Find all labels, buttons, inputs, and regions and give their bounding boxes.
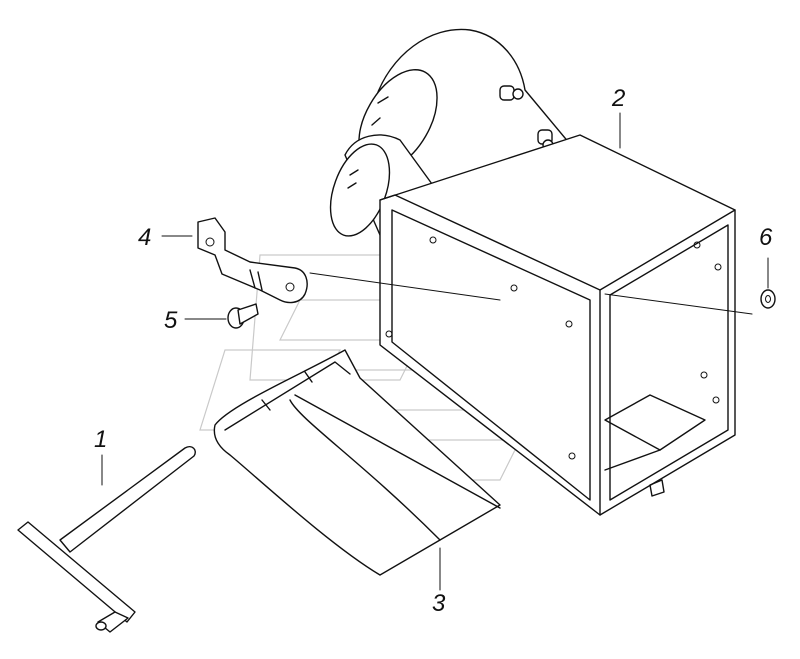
callout-5: 5 (164, 307, 178, 334)
callout-3: 3 (432, 590, 446, 617)
callout-6: 6 (759, 224, 773, 251)
leader-lines (101, 112, 769, 591)
washer-part-6 (760, 289, 776, 309)
bracket-part-4 (197, 217, 308, 304)
leader-line-6b (604, 293, 753, 315)
callout-4: 4 (138, 224, 151, 251)
callout-1: 1 (94, 426, 107, 453)
housing-part-2 (329, 28, 736, 516)
handle-part-1 (17, 446, 196, 633)
rivet-part-5 (227, 303, 259, 329)
leader-line-4b (309, 272, 501, 301)
stud (499, 85, 524, 101)
scoop-part-3 (213, 349, 501, 576)
callout-2: 2 (611, 85, 625, 112)
